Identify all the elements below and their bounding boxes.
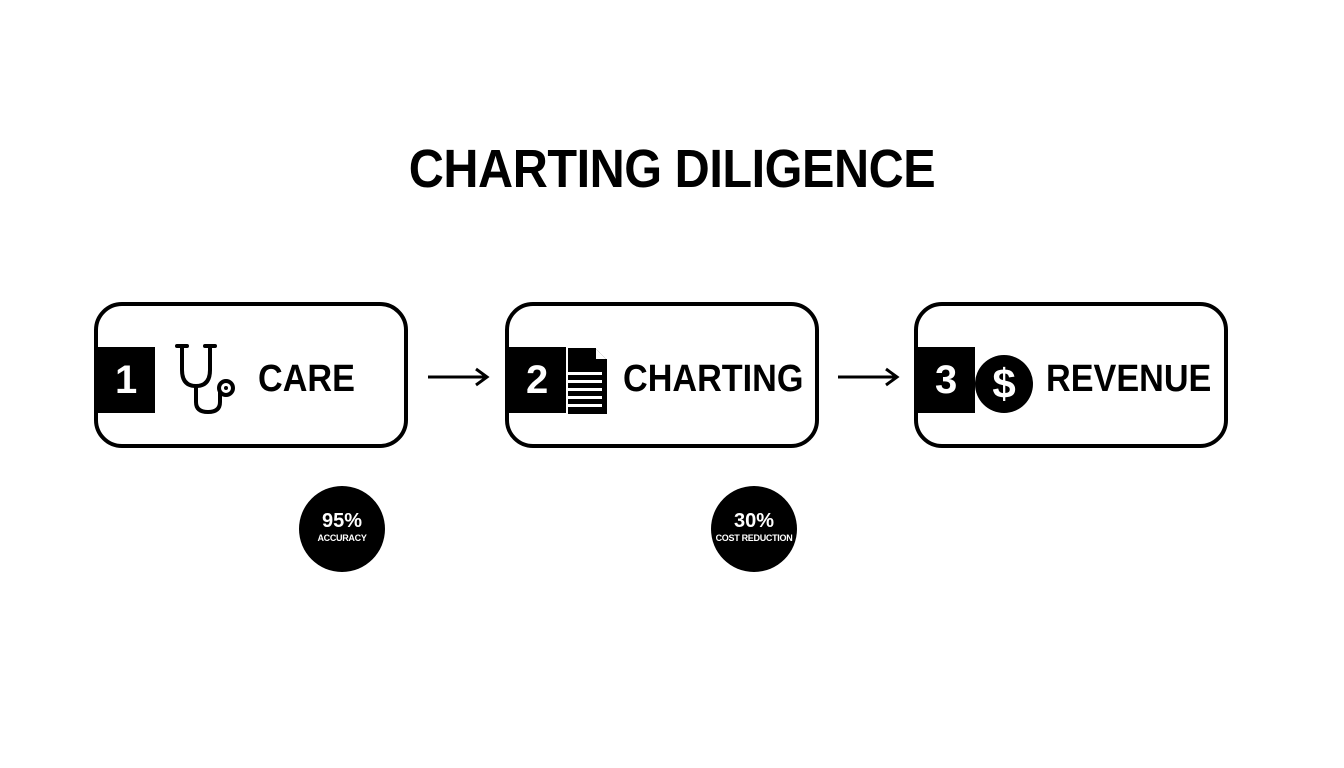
diagram-title: CHARTING DILIGENCE xyxy=(408,139,936,199)
metric-badge-accuracy: 95% ACCURACY xyxy=(299,486,385,572)
document-icon xyxy=(567,348,607,414)
badge-caption: COST REDUCTION xyxy=(715,533,793,543)
dollar-icon: $ xyxy=(975,355,1033,413)
badge-value: 95% xyxy=(321,510,363,532)
step-charting: 2 CHARTING xyxy=(505,302,819,448)
step-revenue: 3 $ REVENUE xyxy=(914,302,1228,448)
step-number: 1 xyxy=(95,347,155,413)
arrow-right-icon xyxy=(838,367,900,387)
metric-badge-cost-reduction: 30% COST REDUCTION xyxy=(711,486,797,572)
arrow-right-icon xyxy=(428,367,490,387)
badge-caption: ACCURACY xyxy=(317,533,367,543)
step-label: CHARTING xyxy=(623,358,804,400)
stethoscope-icon xyxy=(175,344,235,415)
step-label: CARE xyxy=(258,358,355,400)
step-label: REVENUE xyxy=(1046,358,1212,400)
step-care: 1 CARE xyxy=(94,302,408,448)
step-number: 2 xyxy=(506,347,566,413)
badge-value: 30% xyxy=(733,510,775,532)
svg-text:$: $ xyxy=(992,360,1015,407)
step-number: 3 xyxy=(915,347,975,413)
